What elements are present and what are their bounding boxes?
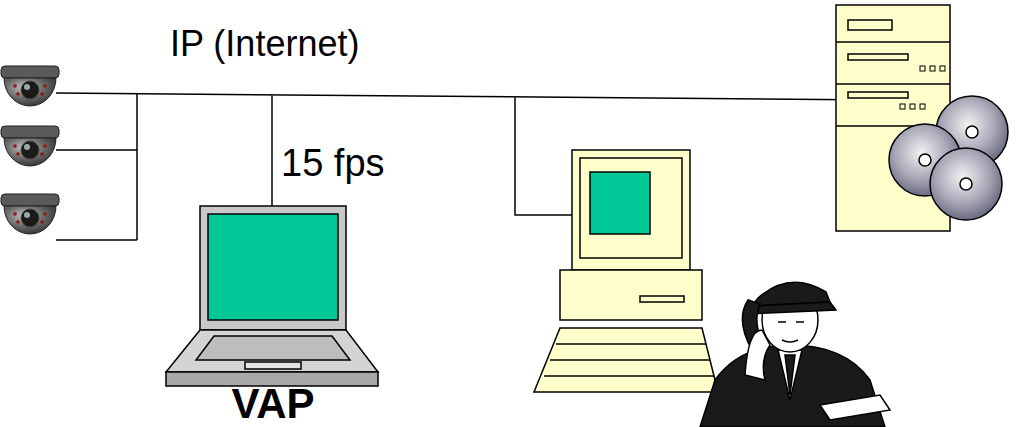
panel-line [836,41,950,43]
camera-dome [4,206,56,234]
officer-eyes [778,321,804,323]
lens-glint [24,144,30,150]
dome-camera [1,66,59,106]
storage-server [836,5,1008,231]
desktop-wire [515,98,572,216]
camera-wire [56,239,137,241]
lens-glint [24,84,30,90]
status-lights [900,66,945,109]
disc-hole [966,126,978,138]
panel-line [836,83,950,85]
officer-tie [785,355,795,395]
network-wires [56,93,880,240]
officer-collar [778,350,802,400]
ir-leds [13,144,47,156]
disc-hole [919,154,931,166]
camera-wire [56,149,137,151]
camera-base [1,126,59,138]
laptop-wire [271,96,273,207]
frame-rate-label: 15 fps [281,144,385,182]
network-label: IP (Internet) [170,26,359,62]
monitor-frame [572,150,690,270]
internet-bus [56,93,880,100]
camera-lens [21,141,39,159]
monitor-bezel [580,158,682,258]
monitor-screen [590,172,650,234]
disc-hole [960,178,972,190]
officer-mouth [782,340,798,342]
laptop-keyboard-deck [166,330,378,372]
camera-base [1,66,59,78]
laptop-node: VAP [160,196,386,427]
ir-leds [13,84,47,96]
camera-dome [4,138,56,166]
camera-lens [21,81,39,99]
keyboard-row [550,359,710,361]
security-officer [700,282,890,427]
desktop-computer [534,150,718,392]
camera-dome [4,78,56,106]
officer-paper [820,395,890,420]
keyboard-row [556,343,706,345]
device-name: VAP [160,383,386,425]
drive-bay [848,92,908,98]
laptop-touchpad [245,362,301,369]
dome-camera [1,194,59,234]
camera-base [1,194,59,206]
laptop-lid [200,206,346,330]
laptop-screen [208,214,338,320]
disk-slot [640,296,684,302]
drive-bay [848,20,892,30]
optical-disc [930,148,1002,220]
laptop-keyboard [196,336,350,360]
system-unit [560,270,702,320]
camera-lens [21,209,39,227]
laptop-computer [166,206,378,386]
cap-visor [748,302,836,314]
camera-wire [136,94,138,240]
dome-camera [1,126,59,166]
drive-bay [848,54,908,60]
keyboard-row [544,375,714,377]
ir-leds [13,212,47,224]
lens-glint [24,212,30,218]
officer-hand [745,330,770,380]
keyboard [534,328,718,392]
